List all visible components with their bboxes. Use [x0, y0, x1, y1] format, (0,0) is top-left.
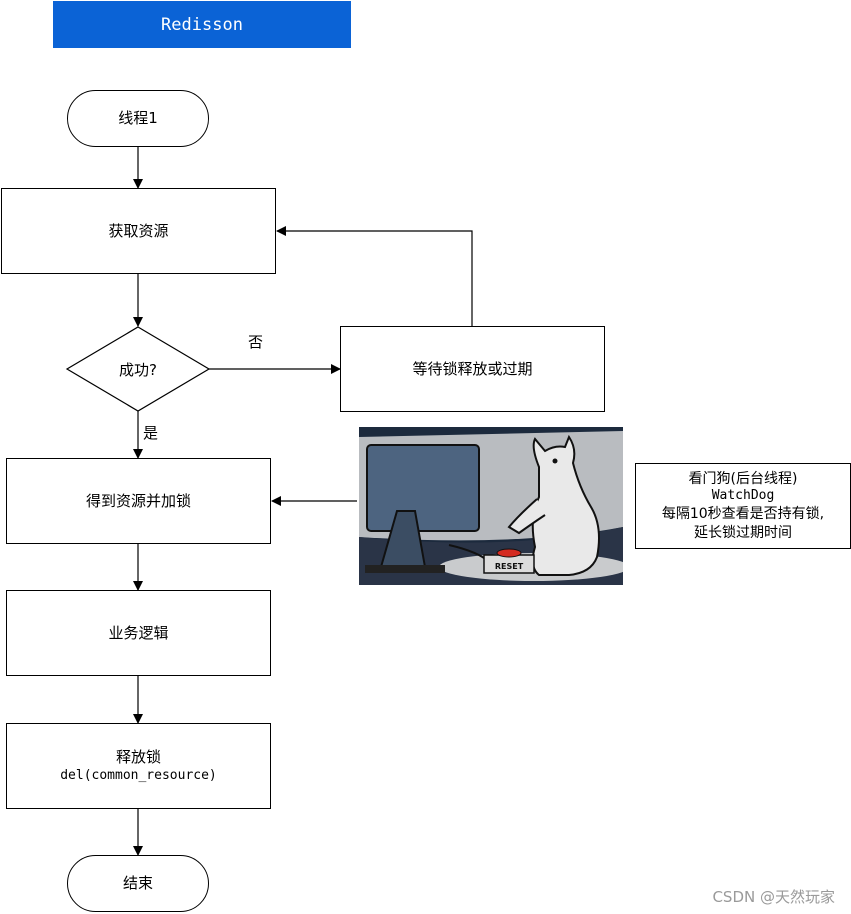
- watchdog-line4: 延长锁过期时间: [694, 524, 792, 541]
- lock-label: 得到资源并加锁: [85, 491, 191, 510]
- diagram-title: Redisson: [53, 1, 351, 48]
- acquire-resource-label: 获取资源: [108, 221, 169, 240]
- watchdog-line1: 看门狗(后台线程): [688, 471, 798, 488]
- business-logic-label: 业务逻辑: [108, 623, 169, 642]
- release-lock-node: 释放锁 del(common_resource): [6, 723, 271, 809]
- wait-label: 等待锁释放或过期: [412, 359, 533, 378]
- wait-node: 等待锁释放或过期: [340, 326, 605, 412]
- edge-label-no: 否: [248, 333, 264, 351]
- decision-diamond: [65, 326, 211, 412]
- watchdog-note: 看门狗(后台线程) WatchDog 每隔10秒查看是否持有锁, 延长锁过期时间: [635, 463, 851, 549]
- arrow-wait-to-acquire: [276, 226, 473, 326]
- edge-label-yes: 是: [143, 424, 159, 442]
- watchdog-illustration: RESET: [359, 427, 623, 585]
- reset-button-text: RESET: [495, 562, 524, 571]
- watchdog-line3: 每隔10秒查看是否持有锁,: [661, 506, 825, 523]
- end-label: 结束: [122, 874, 153, 893]
- start-label: 线程1: [118, 109, 158, 128]
- decision-label: 成功?: [119, 360, 157, 379]
- watermark: CSDN @天然玩家: [712, 888, 835, 906]
- lock-node: 得到资源并加锁: [6, 458, 271, 544]
- watchdog-line2: WatchDog: [711, 488, 775, 504]
- release-lock-code: del(common_resource): [60, 768, 217, 784]
- release-lock-label: 释放锁: [115, 748, 161, 767]
- business-logic-node: 业务逻辑: [6, 590, 271, 676]
- start-node: 线程1: [67, 90, 209, 147]
- end-node: 结束: [67, 855, 209, 912]
- acquire-resource-node: 获取资源: [1, 188, 276, 274]
